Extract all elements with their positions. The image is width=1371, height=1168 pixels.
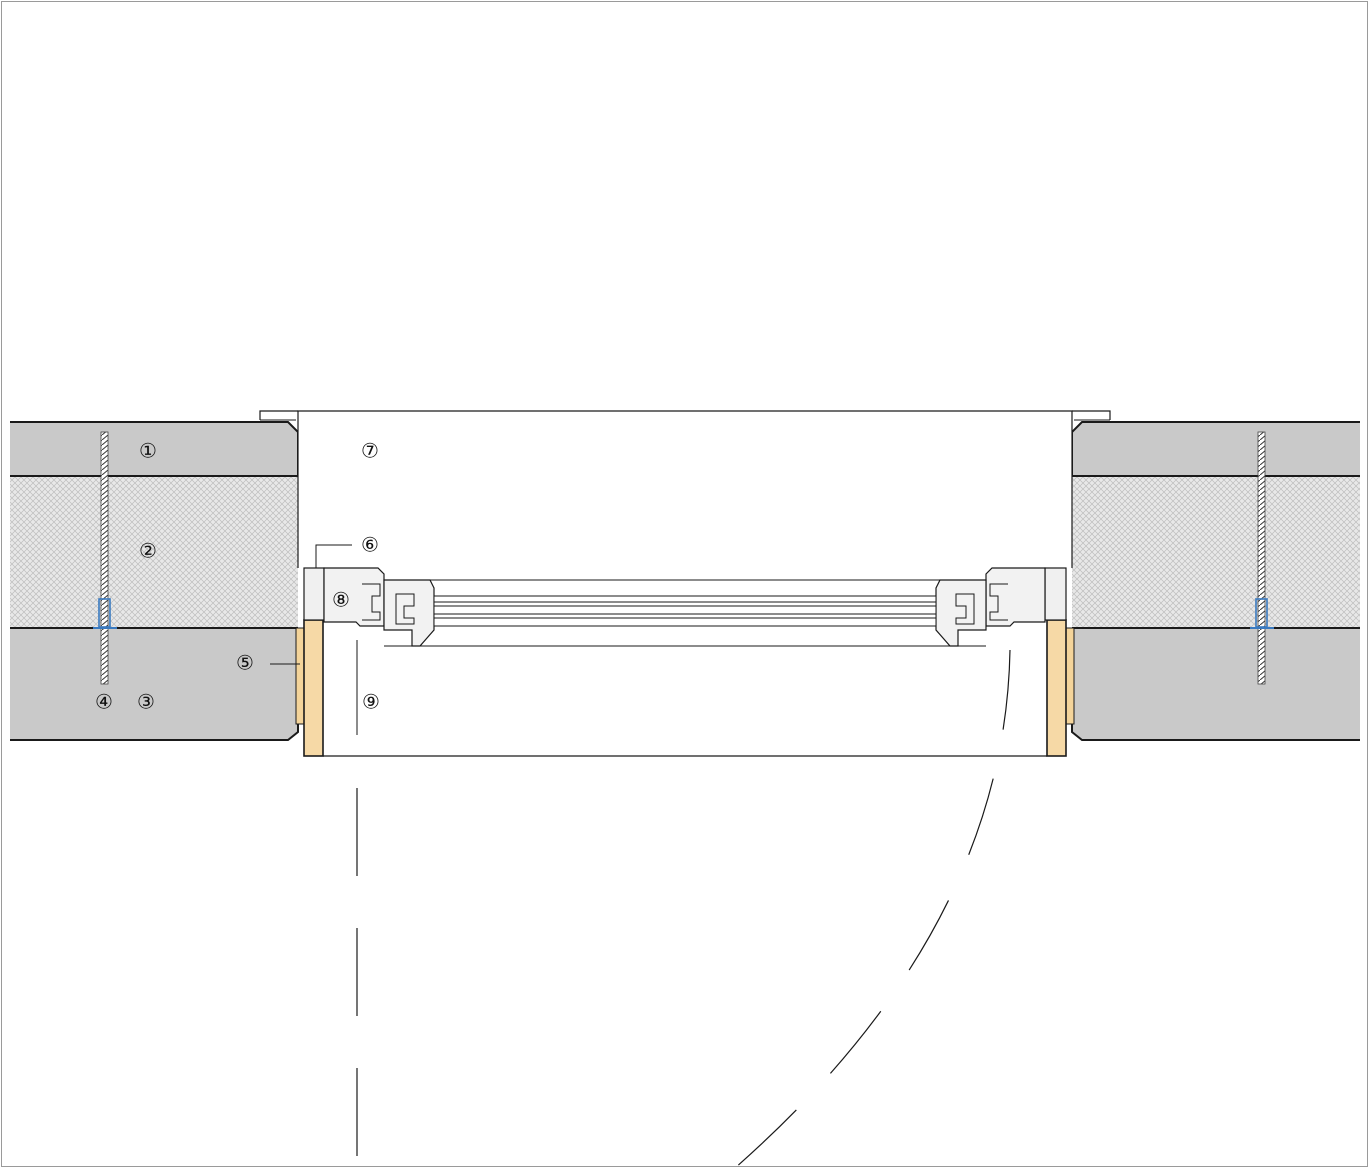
label-3: ③ — [137, 690, 155, 714]
left-rebar-anchor — [100, 431, 109, 685]
right-timber-strip — [1046, 619, 1067, 757]
right-frame-profile — [985, 567, 1046, 627]
right-inner-concrete-layer — [1072, 628, 1360, 740]
label-4: ④ — [95, 690, 113, 714]
label-8: ⑧ — [332, 588, 350, 612]
right-wall — [1071, 421, 1360, 741]
label-5: ⑤ — [236, 651, 254, 675]
glazing-unit — [433, 595, 937, 627]
swing-arc — [734, 649, 1011, 1168]
left-timber-strip — [303, 619, 324, 757]
label-1: ① — [139, 439, 157, 463]
right-sash-profile — [935, 579, 987, 647]
left-sash-profile — [383, 579, 435, 647]
inner-reveal — [323, 640, 1047, 757]
label-7: ⑦ — [361, 439, 379, 463]
right-rebar-anchor — [1257, 431, 1266, 685]
left-wall — [10, 421, 299, 741]
right-insulation-layer — [1072, 476, 1360, 628]
label-6: ⑥ — [361, 533, 379, 557]
opening-indicators — [356, 649, 1011, 1168]
left-inner-concrete-layer — [10, 628, 298, 740]
timber-linings — [295, 619, 1075, 757]
left-insulation-layer — [10, 476, 298, 628]
left-outer-concrete-layer — [10, 422, 298, 476]
label-9: ⑨ — [362, 690, 380, 714]
window-frame — [303, 567, 1067, 647]
leader-6 — [315, 544, 352, 568]
left-frame-profile — [323, 567, 385, 627]
reveal-lining — [259, 410, 1111, 568]
label-2: ② — [139, 539, 157, 563]
right-outer-concrete-layer — [1072, 422, 1360, 476]
